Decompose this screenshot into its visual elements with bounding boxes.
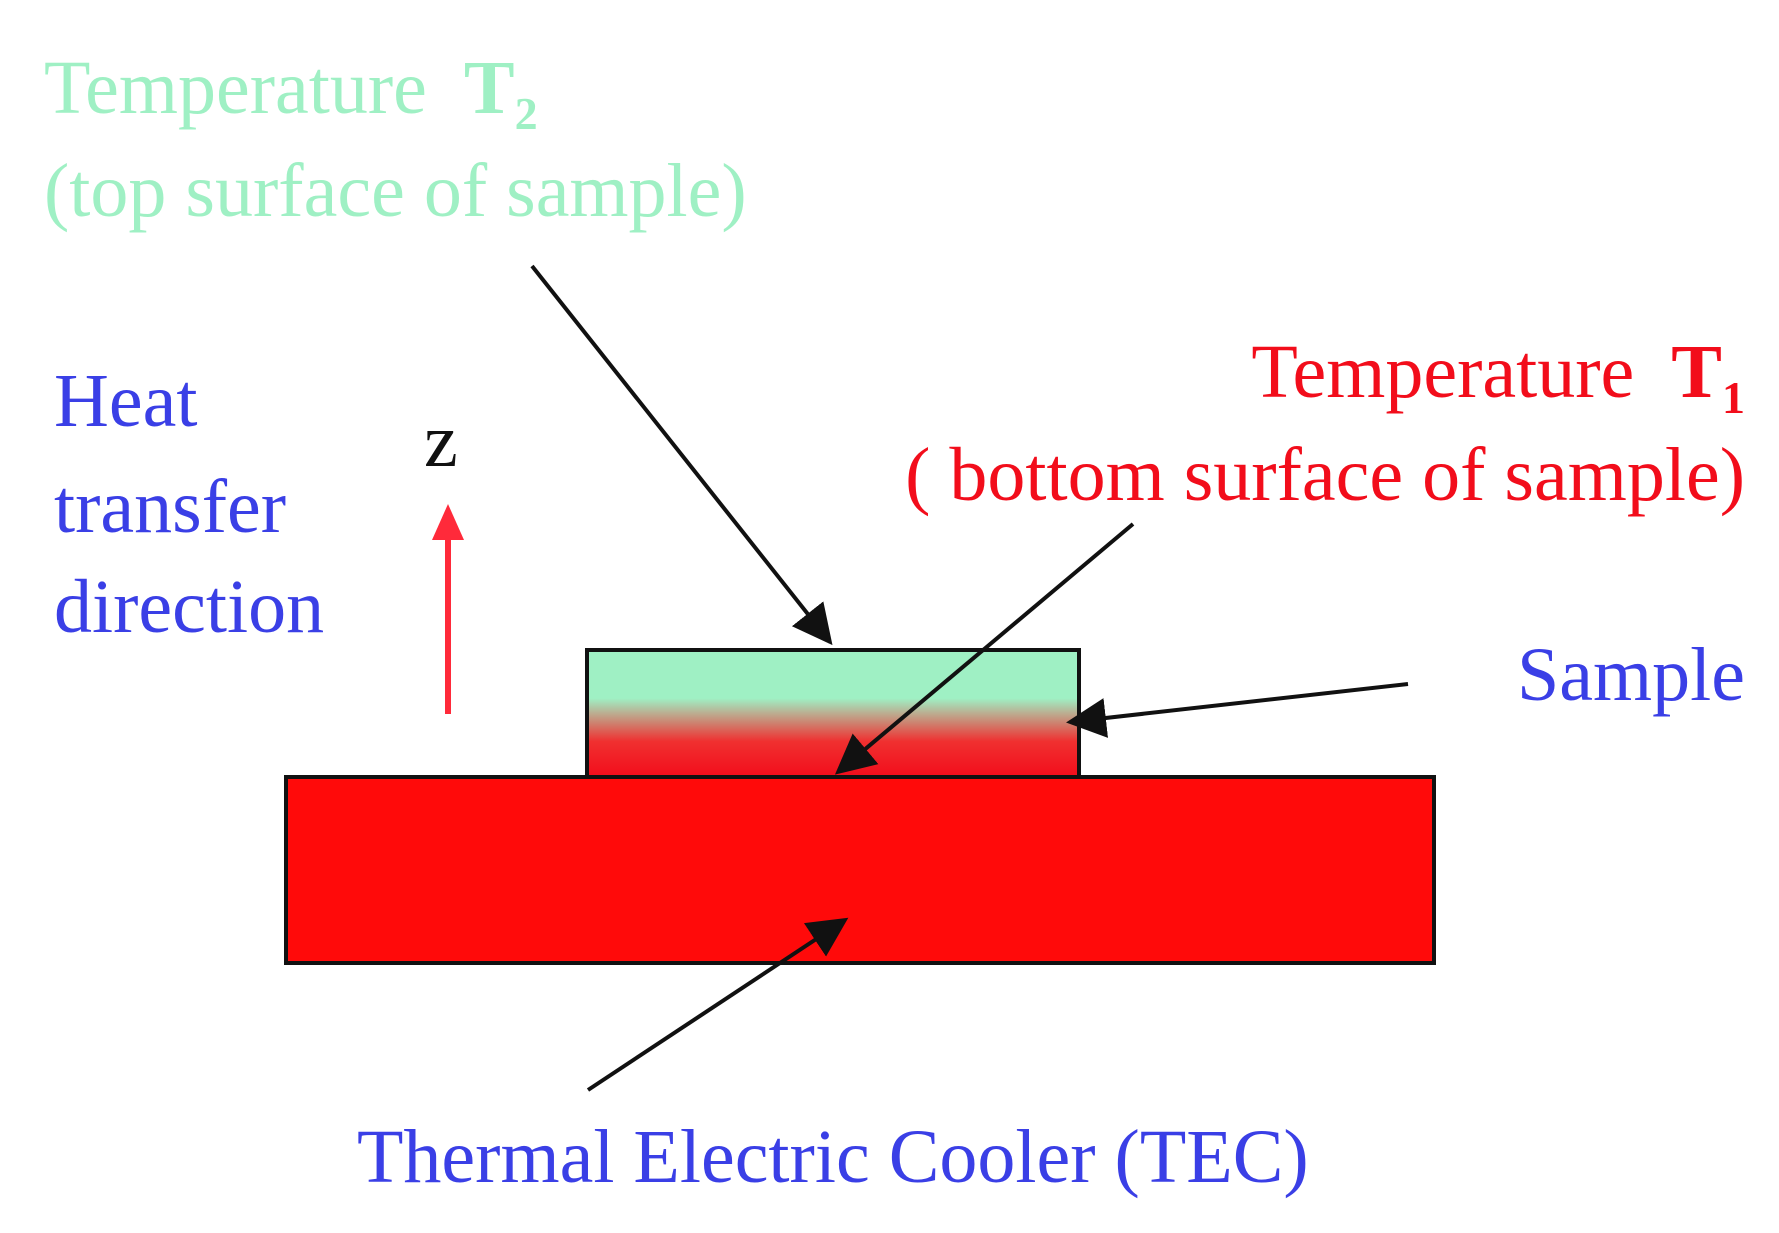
- t2-label-line2: (top surface of sample): [44, 149, 747, 233]
- tec-block: [284, 775, 1436, 965]
- heat-label-line3: direction: [54, 565, 324, 649]
- heat-direction-arrow-icon: [432, 504, 464, 714]
- t2-label-line1: Temperature T2: [44, 46, 538, 139]
- sample-label: Sample: [1517, 633, 1745, 717]
- t2-pointer-arrow: [530, 264, 833, 646]
- sample-block: [585, 648, 1081, 779]
- t1-label-line1: Temperature T1: [1251, 330, 1745, 423]
- t1-pointer-arrow: [834, 522, 1135, 775]
- heat-label-line2: transfer: [54, 465, 286, 549]
- sample-pointer-arrow: [1066, 682, 1409, 738]
- t1-label-line2: ( bottom surface of sample): [905, 433, 1745, 517]
- heat-label-line1: Heat: [54, 359, 197, 443]
- z-axis-label: z: [424, 399, 458, 483]
- tec-label: Thermal Electric Cooler (TEC): [357, 1115, 1309, 1199]
- tec-pointer-arrow: [586, 917, 849, 1092]
